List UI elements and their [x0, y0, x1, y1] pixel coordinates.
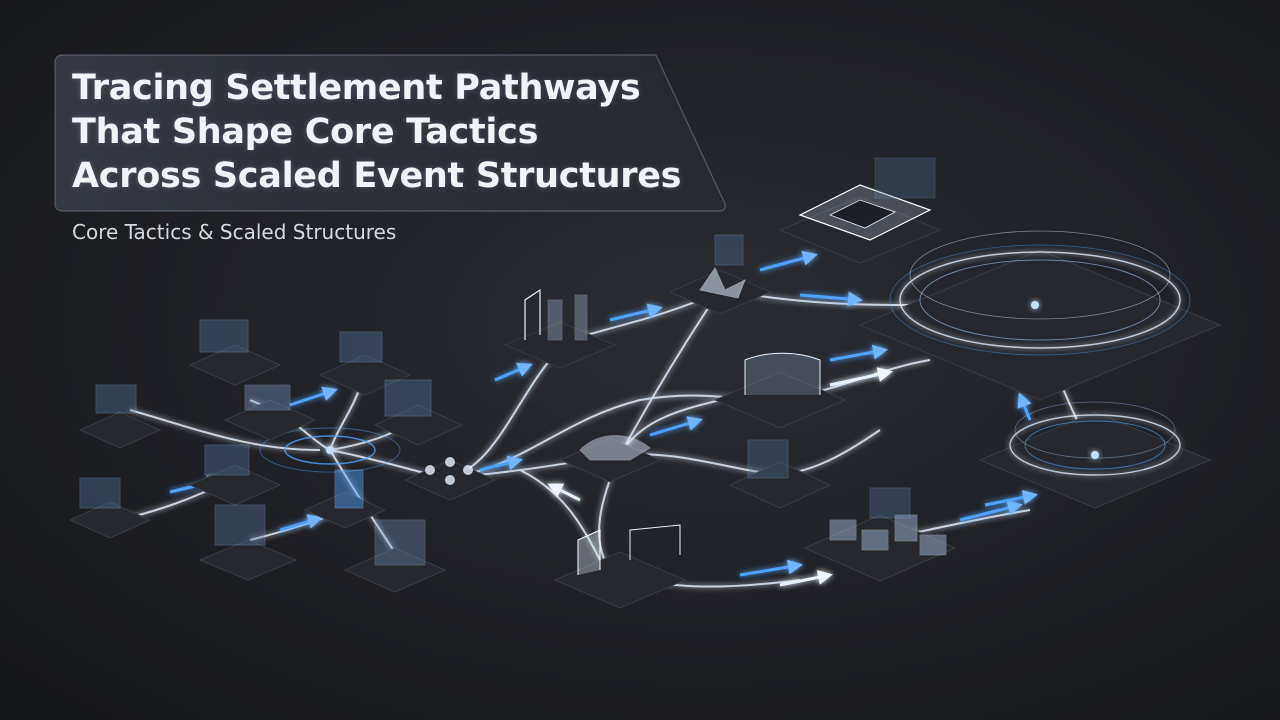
page-subtitle: Core Tactics & Scaled Structures: [72, 220, 397, 244]
node-platform-16: [553, 524, 687, 609]
node-platform-1: [78, 384, 162, 449]
node-platform-3: [318, 331, 412, 396]
node-platform-9: [303, 469, 387, 529]
node-platform-11: [503, 288, 617, 369]
hub-platform: [403, 457, 497, 501]
node-platform-15: [728, 439, 832, 509]
node-platform-20: [978, 401, 1212, 509]
page-title: Tracing Settlement Pathways That Shape C…: [72, 66, 681, 198]
node-platform-4: [223, 384, 317, 441]
node-platform-17: [803, 487, 957, 582]
flow-arrows: [169, 250, 1072, 587]
node-platform-6: [188, 444, 282, 506]
title-line-1: Tracing Settlement Pathways: [72, 68, 641, 108]
node-platform-5: [373, 379, 464, 446]
node-platform-13: [713, 352, 847, 429]
node-platform-19: [858, 230, 1222, 401]
node-platform-10: [343, 519, 447, 593]
title-line-3: Across Scaled Event Structures: [72, 156, 682, 196]
title-panel-background: [54, 54, 726, 212]
title-line-2: That Shape Core Tactics: [72, 112, 539, 152]
platforms: [68, 157, 1222, 609]
title-panel: Tracing Settlement Pathways That Shape C…: [54, 54, 726, 212]
node-platform-14: [558, 435, 662, 483]
node-platform-18: [778, 157, 942, 264]
node-platform-2: [188, 319, 282, 386]
node-platform-7: [68, 477, 152, 539]
node-platform-8: [198, 504, 298, 581]
node-platform-12: [668, 234, 772, 315]
